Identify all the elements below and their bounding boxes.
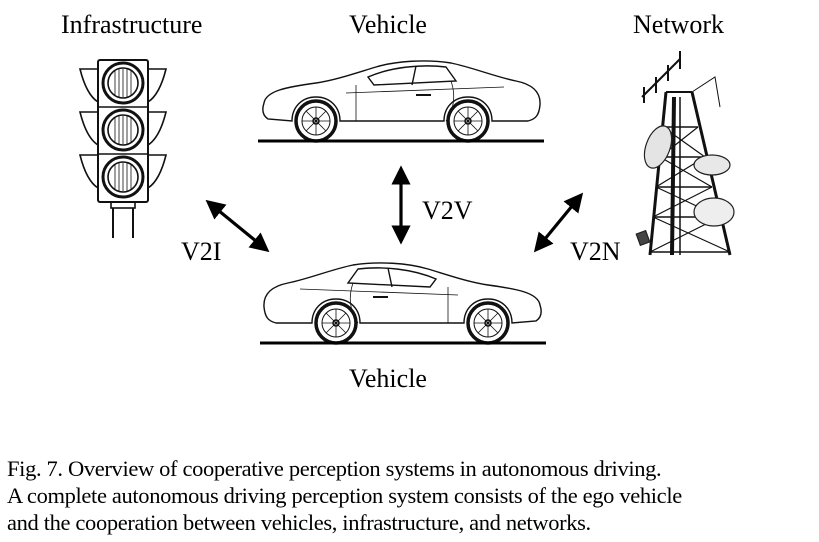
v2i-arrow-icon [205, 199, 270, 253]
infrastructure-label: Infrastructure [61, 10, 203, 39]
cell-tower-icon [635, 51, 735, 256]
vehicle-top-car-icon [258, 60, 544, 143]
v2v-label: V2V [422, 196, 473, 225]
caption-line-2: A complete autonomous driving perception… [7, 483, 682, 508]
arrows-layer [205, 165, 584, 253]
v2n-arrow-icon [533, 192, 584, 253]
caption-line-3: and the cooperation between vehicles, in… [7, 510, 591, 535]
network-label: Network [633, 10, 724, 39]
caption-line-1: Fig. 7. Overview of cooperative percepti… [7, 456, 662, 481]
vehicle-ego-label: Vehicle [349, 364, 427, 393]
vehicle-top-label: Vehicle [349, 10, 427, 39]
figure-caption: Fig. 7. Overview of cooperative percepti… [7, 455, 817, 536]
vehicle-ego-car-icon [260, 262, 546, 345]
traffic-light-icon [78, 59, 168, 238]
